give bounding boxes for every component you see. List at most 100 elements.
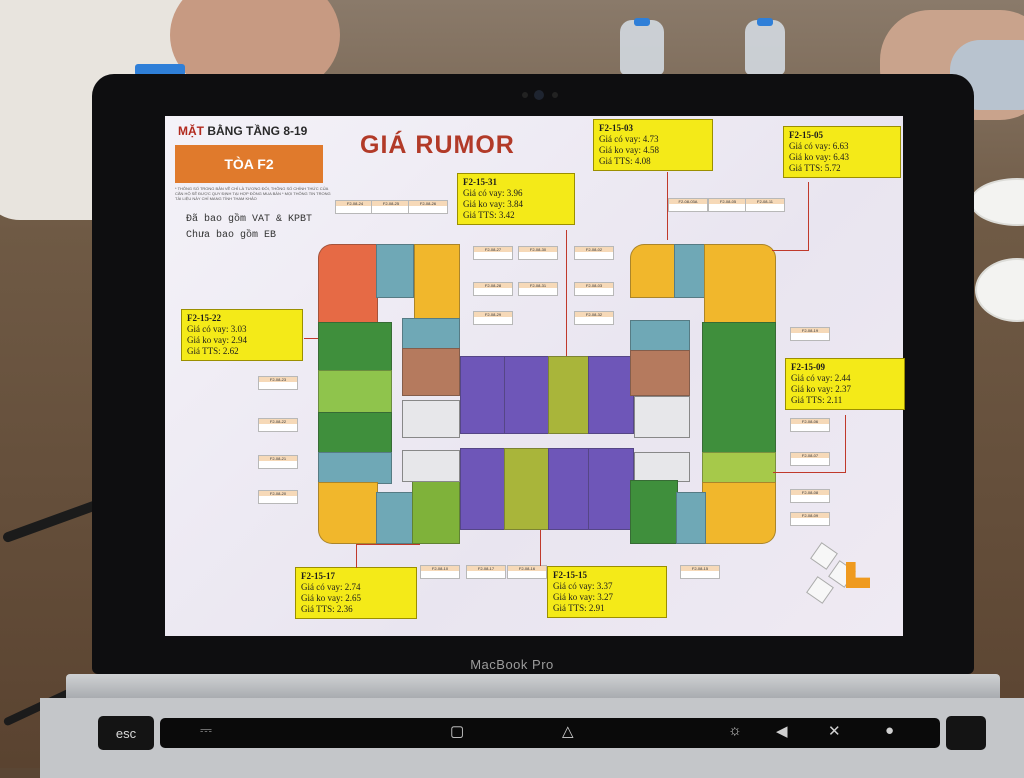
price-tts: Giá TTS: 5.72 bbox=[789, 163, 841, 173]
unit-block bbox=[318, 412, 392, 454]
unit-area-code: F2-08-19 bbox=[791, 328, 829, 333]
building-keyplan bbox=[800, 536, 880, 616]
floor-plan bbox=[318, 240, 776, 546]
unit-area-code: F2-08-20 bbox=[259, 491, 297, 496]
unit-block bbox=[588, 356, 634, 434]
price-callout-f2-15-22: F2-15-22 Giá có vay: 3.03 Giá ko vay: 2.… bbox=[181, 309, 303, 361]
touch-bar[interactable] bbox=[160, 718, 940, 748]
unit-area-code: F2-08-31 bbox=[519, 283, 557, 288]
price-without-loan: Giá ko vay: 3.27 bbox=[553, 592, 613, 602]
unit-area-label: F2-08-19 bbox=[790, 327, 830, 341]
unit-block bbox=[318, 482, 378, 544]
price-callout-f2-15-05: F2-15-05 Giá có vay: 6.63 Giá ko vay: 6.… bbox=[783, 126, 901, 178]
elevator-core bbox=[634, 396, 690, 438]
unit-area-label: F2-08-26 bbox=[408, 200, 448, 214]
siri-icon[interactable]: ● bbox=[885, 722, 895, 739]
volume-icon[interactable]: ◀ bbox=[776, 723, 788, 740]
price-inclusions: Đã bao gồm VAT & KPBT Chưa bao gồm EB bbox=[186, 212, 312, 244]
unit-area-code: F2-08-07 bbox=[791, 453, 829, 458]
water-bottle bbox=[620, 20, 664, 75]
unit-area-code: F2-08-17 bbox=[467, 566, 505, 571]
unit-area-code: F2-08-02 bbox=[575, 247, 613, 252]
unit-area-code: F2-08-27 bbox=[474, 247, 512, 252]
unit-code: F2-15-31 bbox=[463, 177, 497, 187]
brightness-icon[interactable]: ☼ bbox=[728, 722, 742, 739]
airplay-icon[interactable]: △ bbox=[562, 723, 574, 740]
price-with-loan: Giá có vay: 3.37 bbox=[553, 581, 613, 591]
price-with-loan: Giá có vay: 3.03 bbox=[187, 324, 247, 334]
unit-block bbox=[412, 480, 460, 544]
unit-area-code: F2-08-24 bbox=[336, 201, 374, 206]
unit-area-code: F2-08-26 bbox=[409, 201, 447, 206]
unit-area-code: F2-08-03A bbox=[669, 199, 707, 204]
unit-code: F2-15-15 bbox=[553, 570, 587, 580]
unit-area-code: F2-08-28 bbox=[474, 283, 512, 288]
unit-area-label: F2-08-09 bbox=[790, 512, 830, 526]
unit-area-code: F2-08-16 bbox=[508, 566, 546, 571]
connector-line bbox=[808, 182, 809, 250]
price-tts: Giá TTS: 2.91 bbox=[553, 603, 605, 613]
unit-area-code: F2-08-32 bbox=[575, 312, 613, 317]
unit-area-label: F2-08-08 bbox=[790, 489, 830, 503]
slide-header: MẶT BẰNG TẦNG 8-19 bbox=[178, 124, 307, 138]
unit-area-label: F2-08-22 bbox=[258, 418, 298, 432]
unit-area-code: F2-08-08 bbox=[791, 490, 829, 495]
unit-block bbox=[318, 322, 392, 372]
unit-area-label: F2-08-06 bbox=[790, 418, 830, 432]
connector-line bbox=[773, 472, 846, 473]
unit-area-label: F2-08-17 bbox=[466, 565, 506, 579]
unit-block bbox=[402, 348, 460, 396]
bottle-cap bbox=[757, 18, 773, 26]
excludes-note: Chưa bao gồm EB bbox=[186, 230, 277, 241]
header-prefix: MẶT bbox=[178, 124, 208, 138]
connector-line bbox=[356, 544, 357, 568]
unit-area-label: F2-08-03 bbox=[574, 282, 614, 296]
connector-line bbox=[356, 544, 420, 545]
includes-note: Đã bao gồm VAT & KPBT bbox=[186, 214, 313, 225]
esc-key[interactable]: esc bbox=[98, 716, 154, 750]
mute-icon[interactable]: ✕ bbox=[828, 723, 841, 740]
keyplan-block bbox=[806, 576, 834, 604]
brightness-down-icon[interactable]: ⎓ bbox=[200, 722, 212, 739]
unit-code: F2-15-09 bbox=[791, 362, 825, 372]
unit-area-code: F2-08-21 bbox=[259, 456, 297, 461]
unit-area-label: F2-08-27 bbox=[473, 246, 513, 260]
touch-id-key[interactable] bbox=[946, 716, 986, 750]
price-without-loan: Giá ko vay: 2.37 bbox=[791, 384, 851, 394]
connector-line bbox=[667, 172, 668, 240]
connector-line bbox=[845, 415, 846, 472]
unit-code: F2-15-17 bbox=[301, 571, 335, 581]
unit-block bbox=[414, 244, 460, 320]
stair-core bbox=[402, 450, 460, 482]
camera-icon bbox=[534, 90, 544, 100]
price-without-loan: Giá ko vay: 6.43 bbox=[789, 152, 849, 162]
unit-block bbox=[630, 244, 676, 298]
price-tts: Giá TTS: 2.11 bbox=[791, 395, 843, 405]
price-without-loan: Giá ko vay: 2.94 bbox=[187, 335, 247, 345]
header-rest: BẰNG TẦNG 8-19 bbox=[207, 124, 308, 138]
unit-block bbox=[548, 448, 590, 530]
price-callout-f2-15-03: F2-15-03 Giá có vay: 4.73 Giá ko vay: 4.… bbox=[593, 119, 713, 171]
unit-area-code: F2-08-30 bbox=[519, 247, 557, 252]
unit-area-code: F2-08-05 bbox=[709, 199, 747, 204]
screenshot-icon[interactable]: ▢ bbox=[450, 723, 465, 740]
bottle-cap bbox=[634, 18, 650, 26]
water-bottle bbox=[745, 20, 785, 75]
price-callout-f2-15-31: F2-15-31 Giá có vay: 3.96 Giá ko vay: 3.… bbox=[457, 173, 575, 225]
keyplan-block bbox=[810, 542, 838, 570]
stair-core bbox=[634, 452, 690, 482]
unit-block bbox=[704, 244, 776, 324]
unit-block bbox=[630, 320, 690, 352]
price-tts: Giá TTS: 2.36 bbox=[301, 604, 353, 614]
unit-block bbox=[548, 356, 590, 434]
elevator-core bbox=[402, 400, 460, 438]
unit-area-code: F2-08-06 bbox=[791, 419, 829, 424]
unit-area-label: F2-08-11 bbox=[745, 198, 785, 212]
price-callout-f2-15-17: F2-15-17 Giá có vay: 2.74 Giá ko vay: 2.… bbox=[295, 567, 417, 619]
unit-block bbox=[676, 492, 706, 544]
keyplan-highlight bbox=[846, 562, 870, 588]
tower-badge: TÒA F2 bbox=[175, 145, 323, 183]
unit-block bbox=[702, 482, 776, 544]
unit-block bbox=[376, 492, 414, 544]
connector-line bbox=[540, 530, 541, 566]
